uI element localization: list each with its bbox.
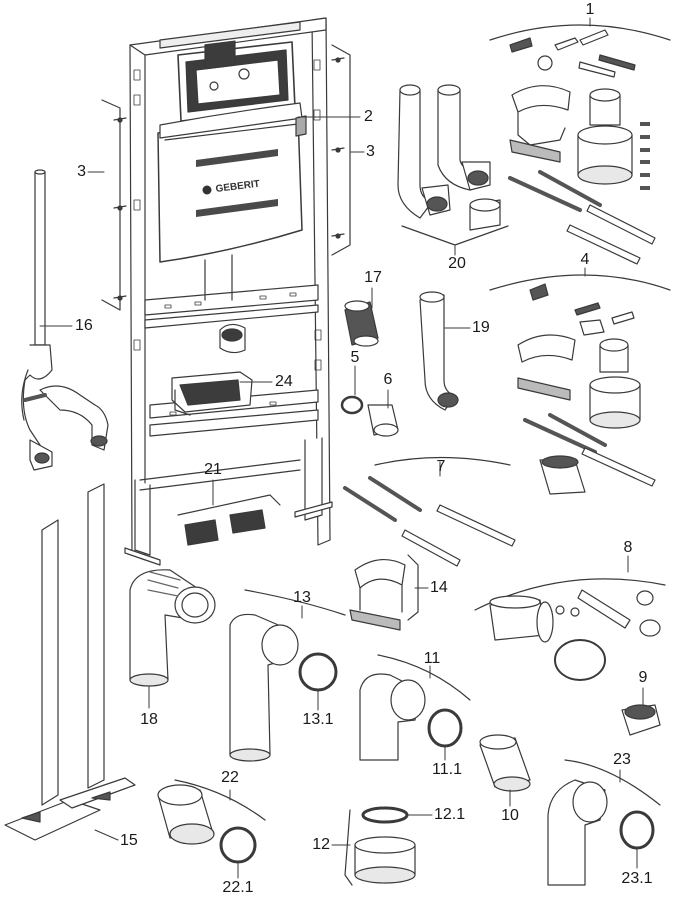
callout-8: 8 — [623, 539, 633, 556]
callout-9: 9 — [638, 669, 648, 686]
callout-13: 13 — [293, 589, 311, 606]
item-5-ring — [340, 395, 364, 415]
callout-22-1: 22.1 — [222, 879, 254, 896]
callout-21: 21 — [204, 461, 222, 478]
item-8-set — [474, 578, 666, 681]
item-18-elbow — [129, 569, 216, 687]
item-14-bracket — [349, 554, 419, 631]
item-20-pipe-bends — [397, 84, 509, 246]
item-11-elbow — [359, 654, 471, 761]
item-23-elbow — [547, 759, 661, 886]
callout-5: 5 — [350, 349, 360, 366]
callout-13-1: 13.1 — [302, 711, 334, 728]
item-10-sleeve — [479, 734, 531, 792]
installation-frame: GEBERIT — [124, 17, 333, 566]
callout-23-1: 23.1 — [621, 870, 653, 887]
callout-17: 17 — [364, 269, 382, 286]
callout-20: 20 — [448, 255, 466, 272]
callout-1: 1 — [585, 1, 595, 18]
item-13-1-ring — [298, 652, 338, 692]
item-19-bend — [419, 291, 459, 411]
item-12-reducer — [344, 806, 416, 886]
callout-2: 2 — [364, 108, 373, 125]
callout-15: 15 — [120, 832, 138, 849]
item-3-anchor-bolts — [101, 44, 351, 311]
callout-11: 11 — [423, 650, 441, 667]
callout-12-1: 12.1 — [434, 806, 466, 823]
item-21-clips — [177, 494, 281, 546]
item-1-fixing-kit — [489, 24, 671, 265]
item-9-adapter — [621, 704, 661, 736]
item-17-sleeve — [344, 300, 379, 347]
callout-19: 19 — [472, 319, 490, 336]
callout-3-right: 3 — [366, 143, 375, 160]
item-6-sleeve — [367, 404, 399, 437]
callout-4: 4 — [580, 251, 590, 268]
callout-7: 7 — [436, 458, 446, 475]
callout-24: 24 — [275, 373, 293, 390]
callout-22: 22 — [221, 769, 239, 786]
item-23-1-ring — [619, 810, 655, 850]
item-13-elbow — [229, 589, 346, 762]
item-4-fixing-kit — [489, 274, 671, 495]
callout-3-left: 3 — [77, 163, 86, 180]
brand-logo-text: GEBERIT — [215, 179, 260, 195]
callout-11-1: 11.1 — [432, 761, 462, 778]
callout-10: 10 — [501, 807, 519, 824]
item-22-sleeve — [157, 779, 266, 845]
leader-lines — [39, 17, 644, 879]
callout-12: 12 — [312, 836, 330, 853]
item-15-support-legs — [4, 483, 136, 841]
callout-18: 18 — [140, 711, 158, 728]
item-24-mounting-box — [171, 371, 253, 416]
callout-16: 16 — [75, 317, 93, 334]
item-22-1-ring — [219, 826, 257, 864]
callout-14: 14 — [430, 579, 448, 596]
item-11-1-ring — [427, 708, 463, 748]
item-16-drain-pipe — [21, 169, 109, 471]
callout-23: 23 — [613, 751, 631, 768]
item-7-rods — [343, 456, 516, 567]
callout-6: 6 — [383, 371, 393, 388]
